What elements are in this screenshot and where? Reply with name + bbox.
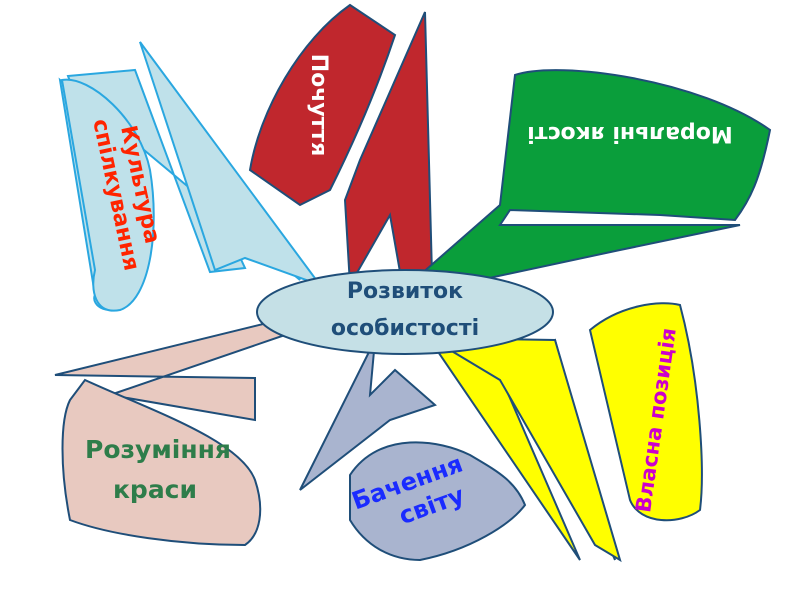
- center-node: Розвиток особистості: [257, 270, 553, 354]
- label-pochuttia: Почуття: [306, 54, 331, 157]
- petal-moralni-fill: [420, 70, 770, 280]
- petal-moralni-yakosti: [420, 70, 770, 280]
- label-pochuttia-text: Почуття: [306, 54, 331, 157]
- petal-rozuminnia-krasy: [55, 315, 300, 545]
- label-rozuminnia-line2: краси: [113, 475, 197, 504]
- label-moralni-text: Моральні якості: [527, 121, 733, 146]
- label-rozuminnia-line1: Розуміння: [85, 435, 231, 464]
- center-label-line2: особистості: [331, 316, 479, 341]
- center-label-line1: Розвиток: [347, 279, 463, 304]
- label-moralni: Моральні якості: [527, 121, 733, 146]
